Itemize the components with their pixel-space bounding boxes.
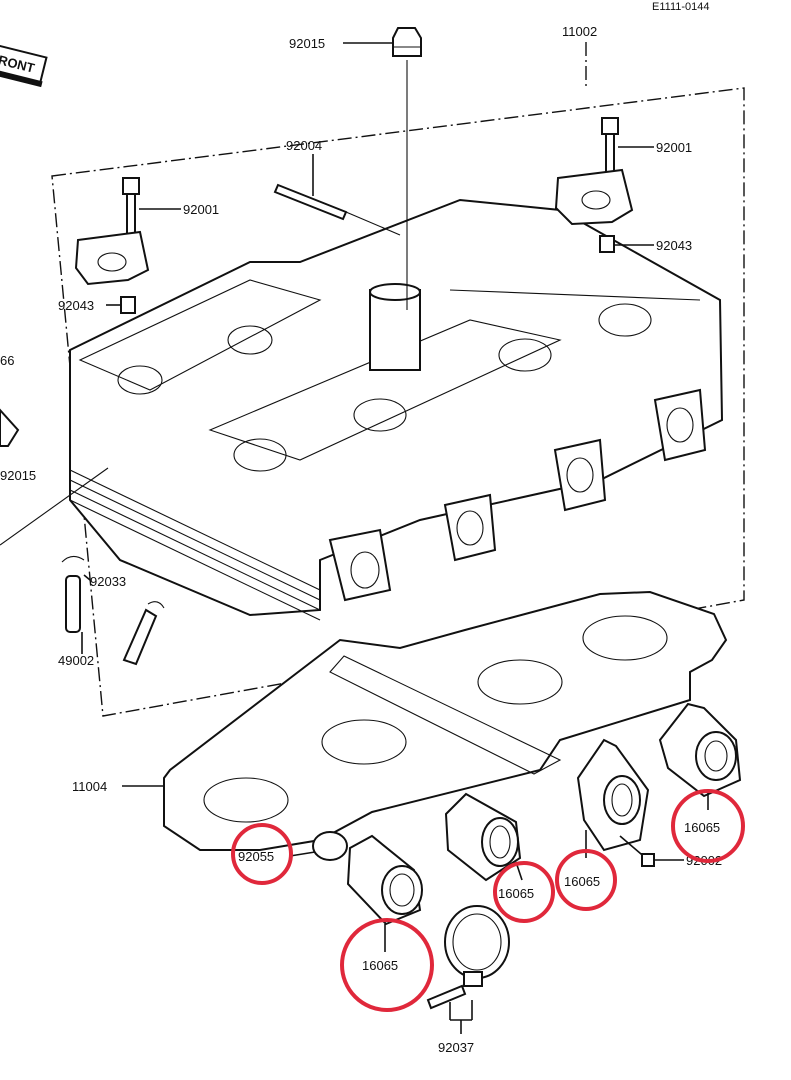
front-marker: RONT (0, 43, 48, 88)
valve-guide-49002: 49002 (58, 575, 165, 668)
label-dowel-left: 92043 (58, 298, 94, 313)
label-holder-4: 16065 (684, 820, 720, 835)
cap-nut-92015: 92015 (289, 27, 422, 310)
cylinder-head (69, 198, 724, 621)
stud-92004: 92004 (273, 138, 401, 236)
label-bolt-left: 92001 (183, 202, 219, 217)
highlight-circle-holder-3 (555, 849, 617, 911)
assembly-boundary (51, 42, 745, 717)
label-cylinder-head: 11002 (562, 24, 597, 39)
carb-holder-16065-3: 16065 (555, 738, 650, 911)
carb-holder-16065-1: 16065 (340, 834, 434, 1012)
label-stud: 92004 (286, 138, 322, 153)
clamp-92037: 92037 (426, 905, 510, 1055)
label-dowel-right: 92043 (656, 238, 692, 253)
dowel-right-92043: 92043 (599, 235, 692, 253)
highlight-circle-holder-2 (493, 861, 555, 923)
label-clip: 92033 (90, 574, 126, 589)
highlight-circle-holder-1 (340, 918, 434, 1012)
bolt-left-92001: 92001 (74, 177, 219, 286)
intake-ports (328, 388, 707, 602)
label-oring: 92055 (238, 849, 274, 864)
highlight-circle-holder-4 (671, 789, 745, 863)
label-bolt-right: 92001 (656, 140, 692, 155)
head-gasket-11004: 11004 (72, 590, 728, 851)
carb-holder-16065-4: 16065 (658, 702, 745, 863)
label-holder-2: 16065 (498, 886, 534, 901)
leader-cap-nut-left (0, 467, 109, 546)
label-cap-nut-left: 92015 (0, 468, 36, 483)
left-partial-part (0, 408, 20, 447)
label-left-partial: 66 (0, 353, 14, 368)
highlight-circle-oring (231, 823, 293, 885)
clip-92033: 92033 (61, 555, 126, 589)
label-gasket: 11004 (72, 779, 107, 794)
label-clamp: 92037 (438, 1040, 474, 1055)
label-valve-guide: 49002 (58, 653, 94, 668)
bolt-right-92001: 92001 (554, 117, 692, 226)
dowel-left-92043: 92043 (58, 296, 136, 314)
label-holder-1: 16065 (362, 958, 398, 973)
label-cap-nut: 92015 (289, 36, 325, 51)
front-marker-text: RONT (0, 52, 36, 75)
diagram-code: E1111-0144 (652, 1, 710, 13)
oring-92055: 92055 (231, 823, 348, 885)
label-holder-3: 16065 (564, 874, 600, 889)
carb-holder-16065-2: 16065 (444, 792, 555, 923)
